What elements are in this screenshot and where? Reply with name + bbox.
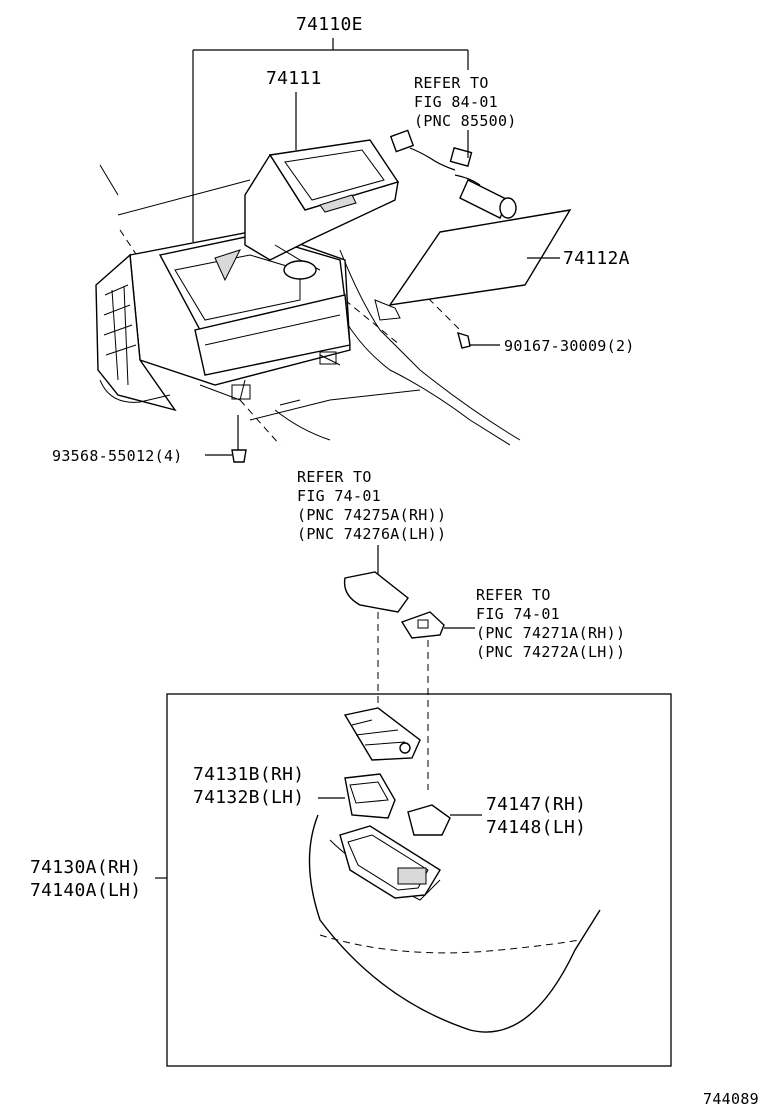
window-switch-frame	[343, 707, 421, 761]
power-outlet-cable	[389, 129, 517, 219]
callout-knob-rh: 74147(RH)	[486, 794, 586, 815]
small-switch	[400, 611, 475, 790]
detail-frame	[166, 693, 672, 1067]
console-outline	[99, 164, 521, 446]
callout-screw-left: 93568-55012(4)	[52, 447, 183, 465]
callout-lid: 74112A	[563, 248, 630, 269]
switch-cover	[343, 545, 409, 710]
callout-screw-right: 90167-30009(2)	[504, 337, 635, 355]
lock-knob	[407, 804, 482, 836]
refer-small-line2: FIG 74-01	[476, 605, 560, 623]
refer-mid-line2: FIG 74-01	[297, 487, 381, 505]
callout-knob-lh: 74148(LH)	[486, 817, 586, 838]
console-box	[95, 229, 351, 412]
refer-top-line2: FIG 84-01	[414, 93, 498, 111]
callout-armrest-rh: 74130A(RH)	[30, 857, 141, 878]
assy-leader	[192, 38, 469, 242]
switch-bezel	[318, 773, 396, 819]
screw-right	[457, 331, 500, 349]
refer-mid-line4: (PNC 74276A(LH))	[297, 525, 446, 543]
refer-small-line3: (PNC 74271A(RH))	[476, 624, 625, 642]
callout-armrest-lh: 74140A(LH)	[30, 880, 141, 901]
refer-top-line3: (PNC 85500)	[414, 112, 517, 130]
callout-bezel-lh: 74132B(LH)	[193, 787, 304, 808]
armrest-panel	[155, 814, 601, 1033]
console-bin	[244, 139, 400, 280]
screw-left	[205, 415, 247, 463]
refer-top-line1: REFER TO	[414, 74, 489, 92]
refer-mid-line1: REFER TO	[297, 468, 372, 486]
figure-id: 744089	[703, 1090, 759, 1108]
refer-small-line4: (PNC 74272A(LH))	[476, 643, 625, 661]
refer-mid-line3: (PNC 74275A(RH))	[297, 506, 446, 524]
callout-box: 74111	[266, 68, 322, 89]
refer-small-line1: REFER TO	[476, 586, 551, 604]
callout-assy: 74110E	[296, 14, 363, 35]
lid-panel	[374, 209, 572, 321]
callout-bezel-rh: 74131B(RH)	[193, 764, 304, 785]
